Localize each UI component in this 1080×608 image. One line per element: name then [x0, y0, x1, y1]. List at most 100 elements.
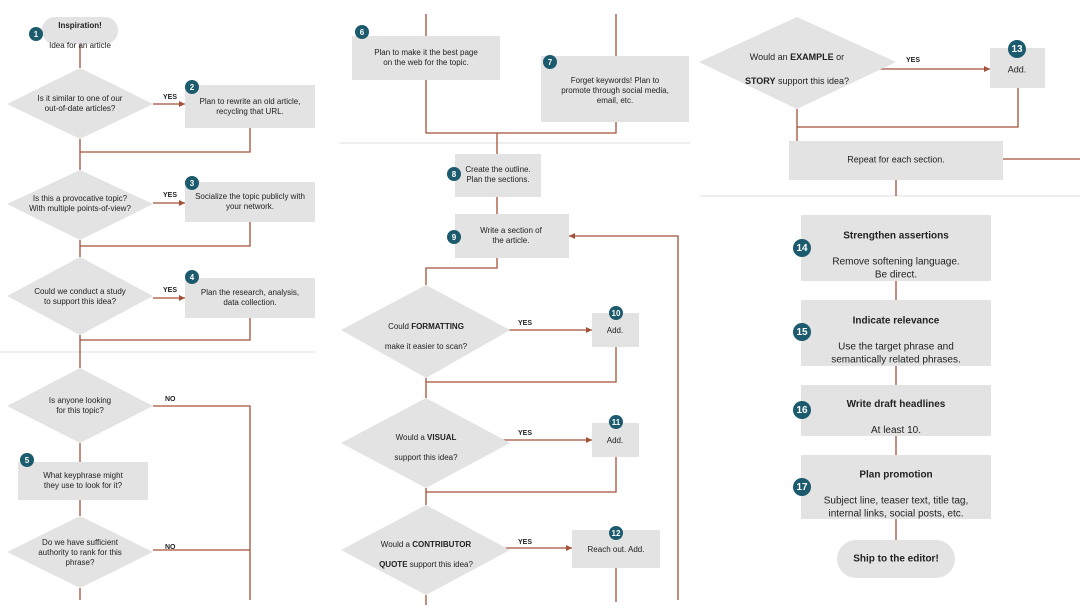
- b15-label: Indicate relevance Use the target phrase…: [831, 302, 961, 367]
- connector-10: [80, 318, 251, 341]
- decision-d7: [341, 398, 510, 488]
- d9-post: support this idea?: [775, 76, 850, 86]
- step-badge-12: 12: [609, 526, 623, 540]
- step-badge-5: 5: [20, 453, 34, 467]
- d9-mid: or: [833, 52, 845, 62]
- b15-title: Indicate relevance: [852, 315, 940, 327]
- d9-bold: EXAMPLE: [790, 52, 834, 62]
- b8-label: Create the outline. Plan the sections.: [465, 165, 531, 184]
- d7-label: Would a VISUAL support this idea?: [394, 423, 457, 463]
- d5-no-label: NO: [165, 544, 176, 551]
- b16-label: Write draft headlines At least 10.: [847, 385, 946, 437]
- decision-d9: [699, 17, 896, 109]
- arrowhead-2: [179, 200, 185, 206]
- d9-yes-label: YES: [906, 57, 921, 64]
- box-b8: [455, 154, 541, 197]
- d9-label: Would an EXAMPLE or STORY support this i…: [745, 39, 849, 87]
- box-b4: [185, 278, 315, 318]
- arrowheads: [179, 66, 990, 551]
- b3-label: Socialize the topic publicly with your n…: [195, 192, 305, 211]
- connectors: [79, 14, 1080, 605]
- start-text: Idea for an article: [49, 41, 111, 50]
- b17-text: Subject line, teaser text, title tag, in…: [823, 495, 969, 520]
- connector-18: [425, 80, 617, 134]
- step-badge-8: 8: [447, 167, 461, 181]
- b10-label: Add.: [606, 326, 624, 335]
- b16-text: At least 10.: [870, 425, 922, 436]
- b14-title: Strengthen assertions: [843, 230, 949, 242]
- connector-31: [569, 235, 679, 600]
- connector-4: [80, 128, 251, 153]
- d6-post: make it easier to scan?: [384, 342, 468, 351]
- step-badge-15: 15: [793, 323, 811, 341]
- connector-24: [426, 347, 617, 383]
- decision-d5: [7, 516, 153, 588]
- dividers: [0, 142, 1080, 353]
- d5-label: Do we have sufficient authority to rank …: [38, 538, 122, 567]
- b4-label: Plan the research, analysis, data collec…: [200, 288, 300, 307]
- b14-text: Remove softening language. Be direct.: [832, 256, 960, 281]
- start-title: Inspiration!: [58, 21, 102, 30]
- box-b17: [801, 455, 991, 519]
- connector-21: [425, 258, 498, 285]
- b17-title: Plan promotion: [859, 469, 933, 481]
- start-pill: [42, 17, 118, 44]
- d1-yes-label: YES: [163, 94, 178, 101]
- d7-yes-label: YES: [518, 430, 533, 437]
- d4-label: Is anyone looking for this topic?: [48, 396, 112, 415]
- end-pill: [837, 540, 955, 578]
- b9-label: Write a section of the article.: [480, 226, 542, 245]
- arrowhead-7: [569, 233, 575, 239]
- d7-post: support this idea?: [394, 453, 458, 462]
- d8-label: Would a CONTRIBUTOR QUOTE support this i…: [379, 530, 473, 570]
- decision-d2: [7, 170, 153, 240]
- start-label: Inspiration! Idea for an article: [49, 11, 111, 51]
- b16-title: Write draft headlines: [846, 399, 946, 410]
- b14-label: Strengthen assertions Remove softening l…: [832, 217, 959, 282]
- box-b15: [801, 300, 991, 366]
- d2-label: Is this a provocative topic? With multip…: [29, 194, 131, 213]
- b11-label: Add.: [606, 436, 624, 445]
- d8-yes-label: YES: [518, 539, 533, 546]
- d8-bold2: QUOTE: [379, 560, 408, 569]
- step-badge-7: 7: [543, 55, 557, 69]
- arrowhead-5: [586, 437, 592, 443]
- arrowhead-6: [566, 545, 572, 551]
- b5-label: What keyphrase might they use to look fo…: [43, 471, 123, 490]
- arrowhead-3: [179, 295, 185, 301]
- arrowhead-8: [984, 66, 990, 72]
- box-b7: [541, 56, 689, 122]
- box-b9: [455, 214, 569, 258]
- d1-label: Is it similar to one of our out-of-date …: [37, 94, 123, 113]
- step-badge-10: 10: [609, 306, 623, 320]
- d6-yes-label: YES: [518, 320, 533, 327]
- b2-label: Plan to rewrite an old article, recyclin…: [199, 97, 301, 116]
- d4-no-label: NO: [165, 396, 176, 403]
- step-badge-14: 14: [793, 239, 811, 257]
- d7-pre: Would a: [395, 433, 428, 442]
- decision-d3: [7, 257, 153, 335]
- d8-post: support this idea?: [407, 560, 473, 569]
- box-repeat: [789, 141, 1003, 180]
- d6-bold: FORMATTING: [411, 322, 464, 331]
- d2-yes-label: YES: [163, 192, 178, 199]
- decision-d1: [7, 68, 153, 139]
- decision-d8: [341, 505, 510, 595]
- step-badge-3: 3: [185, 176, 199, 190]
- arrowhead-4: [586, 327, 592, 333]
- end-label: Ship to the editor!: [853, 553, 939, 565]
- d3-label: Could we conduct a study to support this…: [34, 287, 126, 306]
- shapes: [7, 17, 1045, 595]
- d7-bold: VISUAL: [427, 433, 457, 442]
- step-badge-16: 16: [793, 401, 811, 419]
- arrowhead-1: [179, 101, 185, 107]
- step-badge-17: 17: [793, 478, 811, 496]
- step-badge-1: 1: [29, 27, 43, 41]
- d8-bold: CONTRIBUTOR: [412, 540, 472, 549]
- box-b14: [801, 215, 991, 281]
- b6-label: Plan to make it the best page on the web…: [374, 48, 478, 67]
- connector-34: [797, 88, 1019, 128]
- step-badge-11: 11: [609, 415, 623, 429]
- decision-d4: [7, 368, 153, 443]
- b7-label: Forget keywords! Plan to promote through…: [561, 76, 669, 105]
